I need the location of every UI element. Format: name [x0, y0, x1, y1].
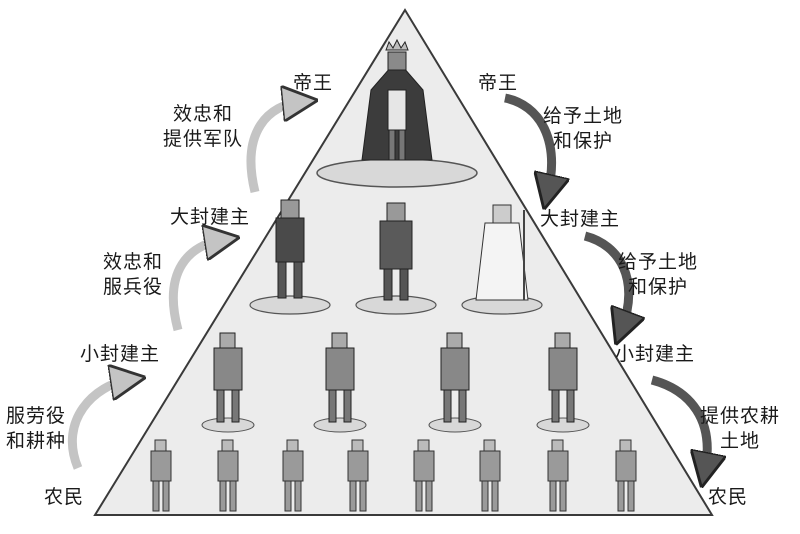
- peasant-figure-6: [479, 439, 501, 512]
- label-down-grant-3-line1: 提供农耕: [700, 405, 781, 427]
- lesser-lord-figure-1: [213, 332, 243, 423]
- peasant-figure-8: [615, 439, 637, 512]
- label-up-obligation-1: 效忠和 提供军队: [163, 102, 243, 152]
- label-great-lord-right: 大封建主: [540, 208, 621, 230]
- lesser-lord-figure-2: [325, 332, 355, 423]
- label-king-left: 帝王: [293, 72, 334, 94]
- arrow-down-to-great-lord: [503, 93, 551, 192]
- label-peasant-right: 农民: [708, 486, 749, 508]
- great-lord-figure-3: [475, 204, 529, 301]
- great-lord-platform-2: [355, 295, 437, 315]
- label-down-grant-2: 给予土地 和保护: [618, 250, 698, 300]
- label-up-obligation-3-line1: 服劳役: [6, 405, 67, 427]
- arrow-down-to-peasant: [650, 375, 707, 470]
- peasant-figures: [150, 439, 637, 512]
- label-up-obligation-2-line2: 服兵役: [103, 276, 164, 298]
- king-platform: [316, 158, 478, 188]
- peasant-figure-5: [413, 439, 435, 512]
- label-up-obligation-2: 效忠和 服兵役: [103, 250, 163, 300]
- label-up-obligation-1-line1: 效忠和: [173, 103, 234, 125]
- lesser-lord-platform-3: [428, 417, 482, 433]
- peasant-figure-3: [282, 439, 304, 512]
- label-great-lord-left: 大封建主: [170, 206, 251, 228]
- label-king-right: 帝王: [478, 72, 519, 94]
- peasant-figure-7: [547, 439, 569, 512]
- arrow-up-to-lesser-lord: [67, 380, 128, 470]
- label-up-obligation-1-line2: 提供军队: [163, 128, 244, 150]
- label-down-grant-3: 提供农耕 土地: [700, 404, 780, 454]
- label-lesser-lord-right: 小封建主: [615, 343, 696, 365]
- label-up-obligation-3: 服劳役 和耕种: [6, 404, 66, 454]
- king-figure: [361, 38, 433, 161]
- label-up-obligation-3-line2: 和耕种: [6, 430, 67, 452]
- label-down-grant-3-line2: 土地: [720, 430, 761, 452]
- lesser-lord-platform-4: [536, 417, 590, 433]
- label-down-grant-2-line2: 和保护: [628, 276, 689, 298]
- label-peasant-left: 农民: [44, 486, 85, 508]
- label-down-grant-1: 给予土地 和保护: [543, 104, 623, 154]
- arrow-down-to-lesser-lord: [583, 231, 629, 328]
- lesser-lord-figure-4: [548, 332, 578, 423]
- peasant-figure-4: [347, 439, 369, 512]
- lesser-lord-platform-2: [313, 417, 367, 433]
- arrow-up-to-king: [246, 102, 300, 194]
- label-down-grant-1-line2: 和保护: [553, 130, 614, 152]
- label-lesser-lord-left: 小封建主: [80, 343, 161, 365]
- label-down-grant-2-line1: 给予土地: [618, 251, 699, 273]
- great-lord-figure-2: [379, 202, 413, 301]
- arrow-up-to-great-lord: [168, 240, 222, 332]
- peasant-figure-1: [150, 439, 172, 512]
- label-down-grant-1-line1: 给予土地: [543, 105, 624, 127]
- label-up-obligation-2-line1: 效忠和: [103, 251, 164, 273]
- peasant-figure-2: [217, 439, 239, 512]
- lesser-lord-platform-1: [201, 417, 255, 433]
- lesser-lord-figure-3: [440, 332, 470, 423]
- great-lord-figure-1: [275, 199, 305, 299]
- great-lord-platform-1: [249, 295, 331, 315]
